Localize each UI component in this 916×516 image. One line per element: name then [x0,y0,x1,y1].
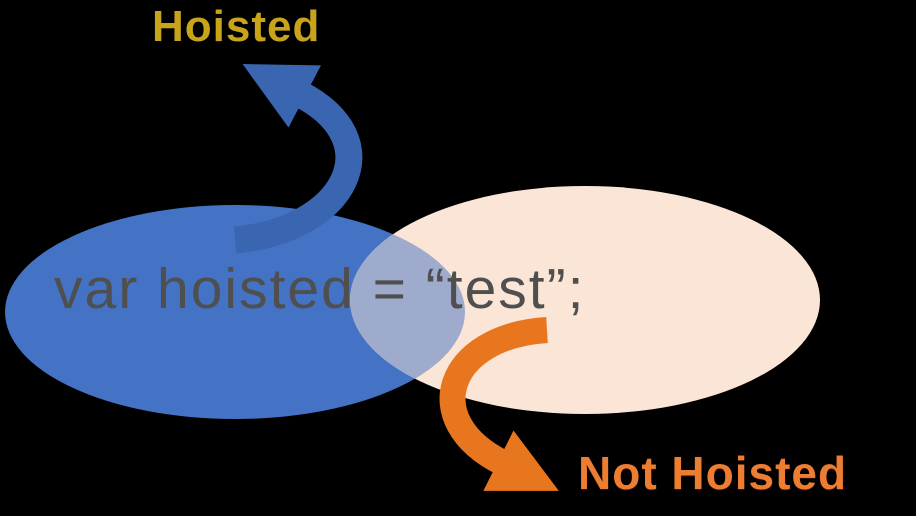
hoisted-arrow-icon [233,63,363,254]
code-text: var hoisted = “test”; [54,257,586,321]
not-hoisted-label: Not Hoisted [578,447,848,499]
hoisted-label: Hoisted [152,2,321,51]
not-hoisted-arrow-icon [439,317,559,491]
hoisted-ellipse [5,205,465,419]
